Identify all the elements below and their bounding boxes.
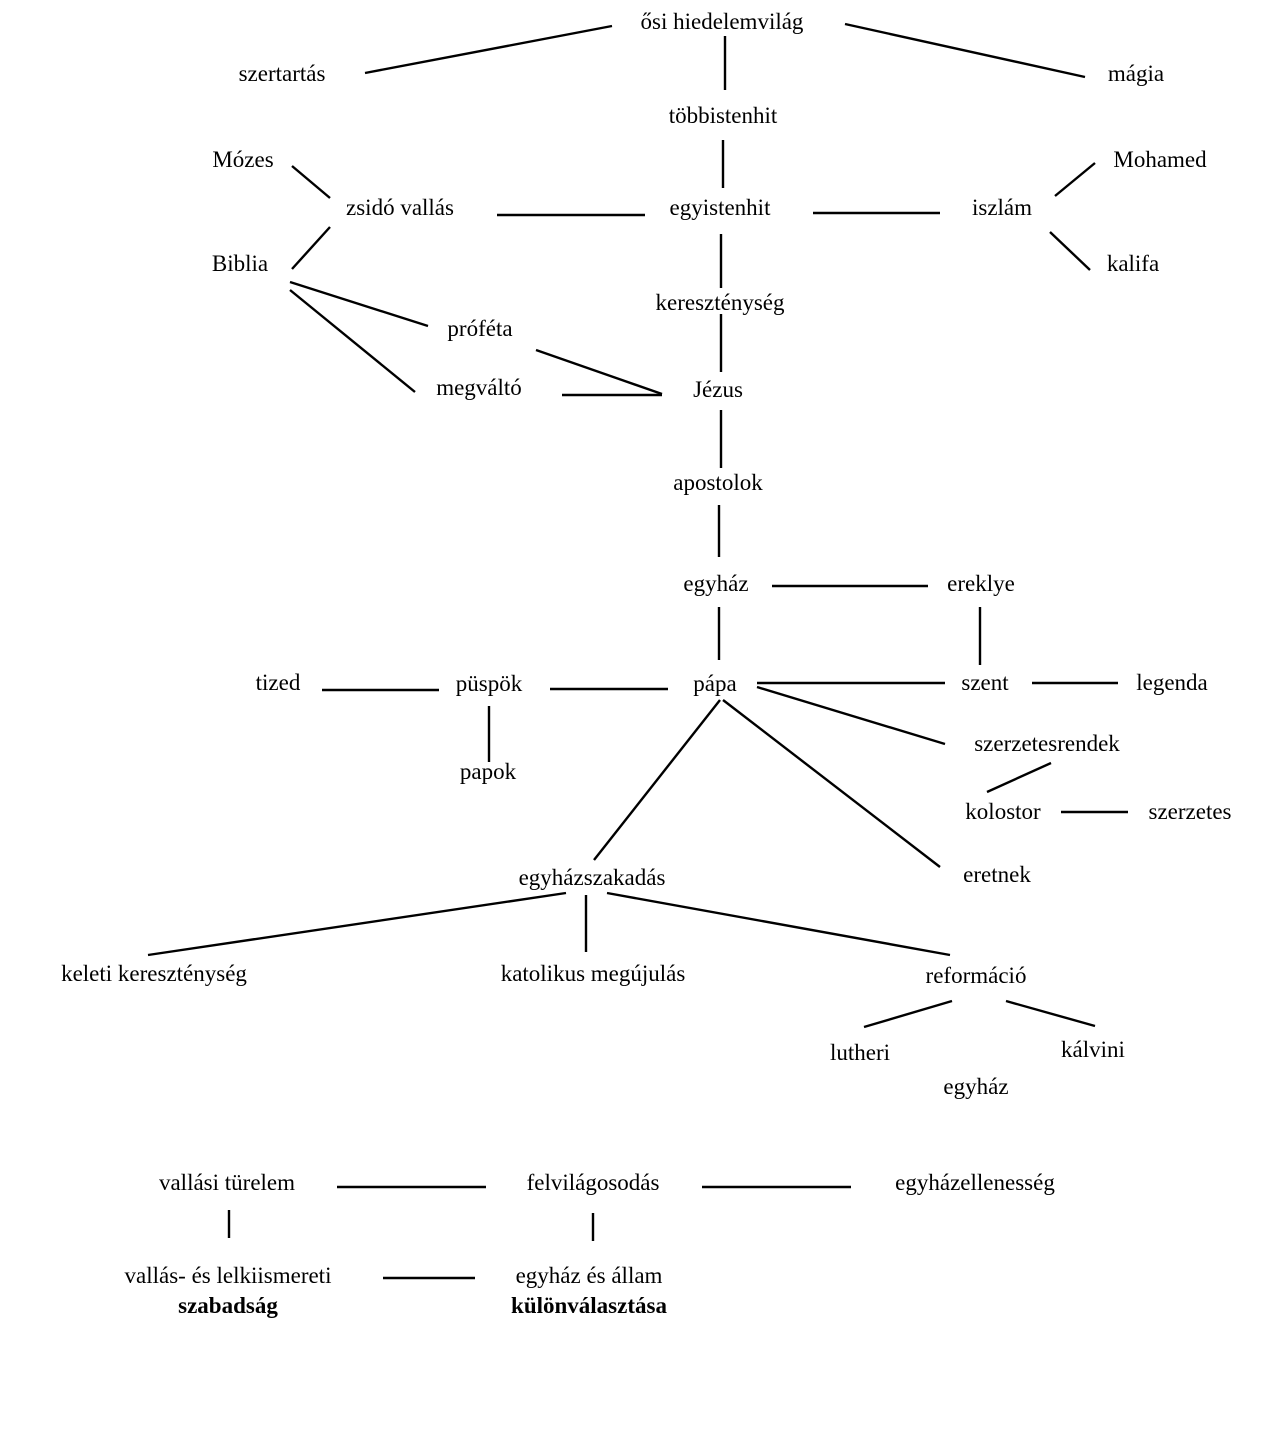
- node-egyhazszakadas: egyházszakadás: [518, 865, 666, 890]
- node-katolikus-megujulas: katolikus megújulás: [500, 961, 686, 986]
- node-papa: pápa: [693, 671, 737, 696]
- node-lutheri: lutheri: [829, 1040, 891, 1065]
- node-tized: tized: [255, 670, 301, 695]
- node-kalifa: kalifa: [1106, 251, 1160, 276]
- node-egyhazellenesseg: egyházellenesség: [895, 1170, 1055, 1195]
- node-kolostor: kolostor: [965, 799, 1041, 824]
- node-ereklye: ereklye: [947, 571, 1015, 596]
- connector-line: [756, 685, 946, 746]
- connector-line: [844, 22, 1086, 79]
- node-apostolok: apostolok: [673, 470, 763, 495]
- node-szerzetesrendek: szerzetesrendek: [974, 731, 1120, 756]
- node-szertartas: szertartás: [238, 61, 326, 86]
- node-mohamed: Mohamed: [1113, 147, 1207, 172]
- node-papok: papok: [459, 759, 517, 784]
- connector-line: [535, 348, 663, 396]
- node-keresztenyseg: kereszténység: [655, 290, 785, 315]
- connector-line: [147, 891, 567, 957]
- connector-line: [291, 165, 331, 199]
- node-szent: szent: [961, 670, 1009, 695]
- connector-line: [289, 280, 429, 328]
- node-egyistenhit: egyistenhit: [669, 195, 771, 220]
- node-jezus: Jézus: [693, 377, 743, 402]
- connector-line: [606, 891, 951, 957]
- connector-line: [1005, 999, 1096, 1028]
- node-biblia: Biblia: [211, 251, 269, 276]
- connector-line: [291, 226, 331, 270]
- node-vallas-lelkiismereti-line2: szabadság: [178, 1293, 278, 1318]
- connector-line: [863, 999, 953, 1029]
- node-vallasi-turelem: vallási türelem: [158, 1170, 296, 1195]
- connector-line: [364, 24, 613, 75]
- connector-line: [986, 761, 1052, 794]
- node-felvilagosodas: felvilágosodás: [526, 1170, 660, 1195]
- node-magia: mágia: [1107, 61, 1165, 86]
- node-profeta: próféta: [447, 316, 513, 341]
- node-egyhaz-allam-line2: különválasztása: [511, 1293, 667, 1318]
- connector-line: [289, 289, 416, 393]
- connector-line: [1054, 162, 1096, 197]
- node-egyhaz-allam-line1: egyház és állam: [515, 1263, 663, 1288]
- node-szerzetes: szerzetes: [1148, 799, 1232, 824]
- node-puspok: püspök: [455, 671, 523, 696]
- node-egyhaz: egyház: [683, 571, 749, 596]
- node-iszlam: iszlám: [971, 195, 1033, 220]
- node-keleti-keresztenyseg: keleti kereszténység: [61, 961, 247, 986]
- node-tobbistenhit: többistenhit: [668, 103, 778, 128]
- node-eretnek: eretnek: [963, 862, 1031, 887]
- node-vallas-lelkiismereti-line1: vallás- és lelkiismereti: [124, 1263, 332, 1288]
- connector-line: [722, 699, 941, 868]
- node-megvalto: megváltó: [436, 375, 522, 400]
- node-kalvini: kálvini: [1061, 1037, 1125, 1062]
- connector-line: [1049, 231, 1091, 271]
- node-osi-hiedelemvilag: ősi hiedelemvilág: [640, 9, 804, 34]
- node-legenda: legenda: [1136, 670, 1208, 695]
- node-mozes: Mózes: [212, 147, 274, 172]
- node-egyhaz-reform: egyház: [943, 1074, 1009, 1099]
- connector-line: [593, 699, 721, 861]
- node-zsido-vallas: zsidó vallás: [346, 195, 454, 220]
- node-reformacio: reformáció: [925, 963, 1027, 988]
